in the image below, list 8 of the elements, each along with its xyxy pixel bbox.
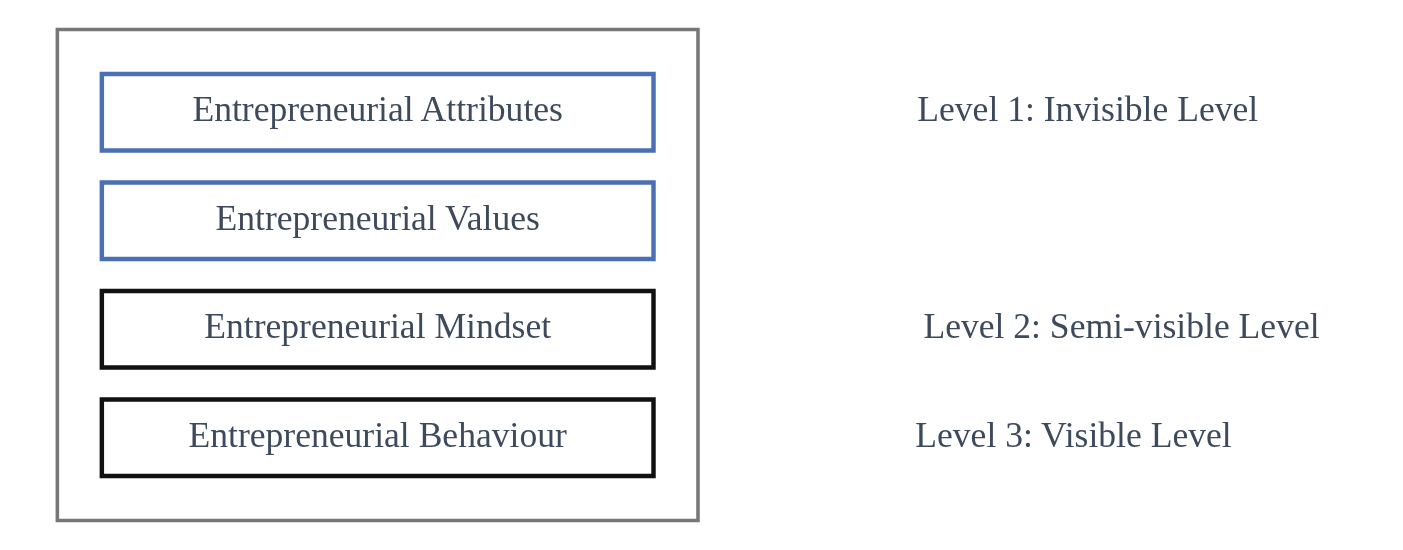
node-box: Entrepreneurial Attributes [99, 71, 656, 153]
label: Level 2: Semi-visible Level [922, 306, 1320, 347]
node-box: Entrepreneurial Values [99, 180, 656, 262]
node-box: Entrepreneurial Mindset [99, 288, 656, 370]
node-box: Entrepreneurial Behaviour [99, 397, 656, 479]
cluster [55, 27, 700, 523]
label: Level 3: Visible Level [914, 414, 1232, 455]
label: Level 1: Invisible Level [916, 89, 1258, 130]
